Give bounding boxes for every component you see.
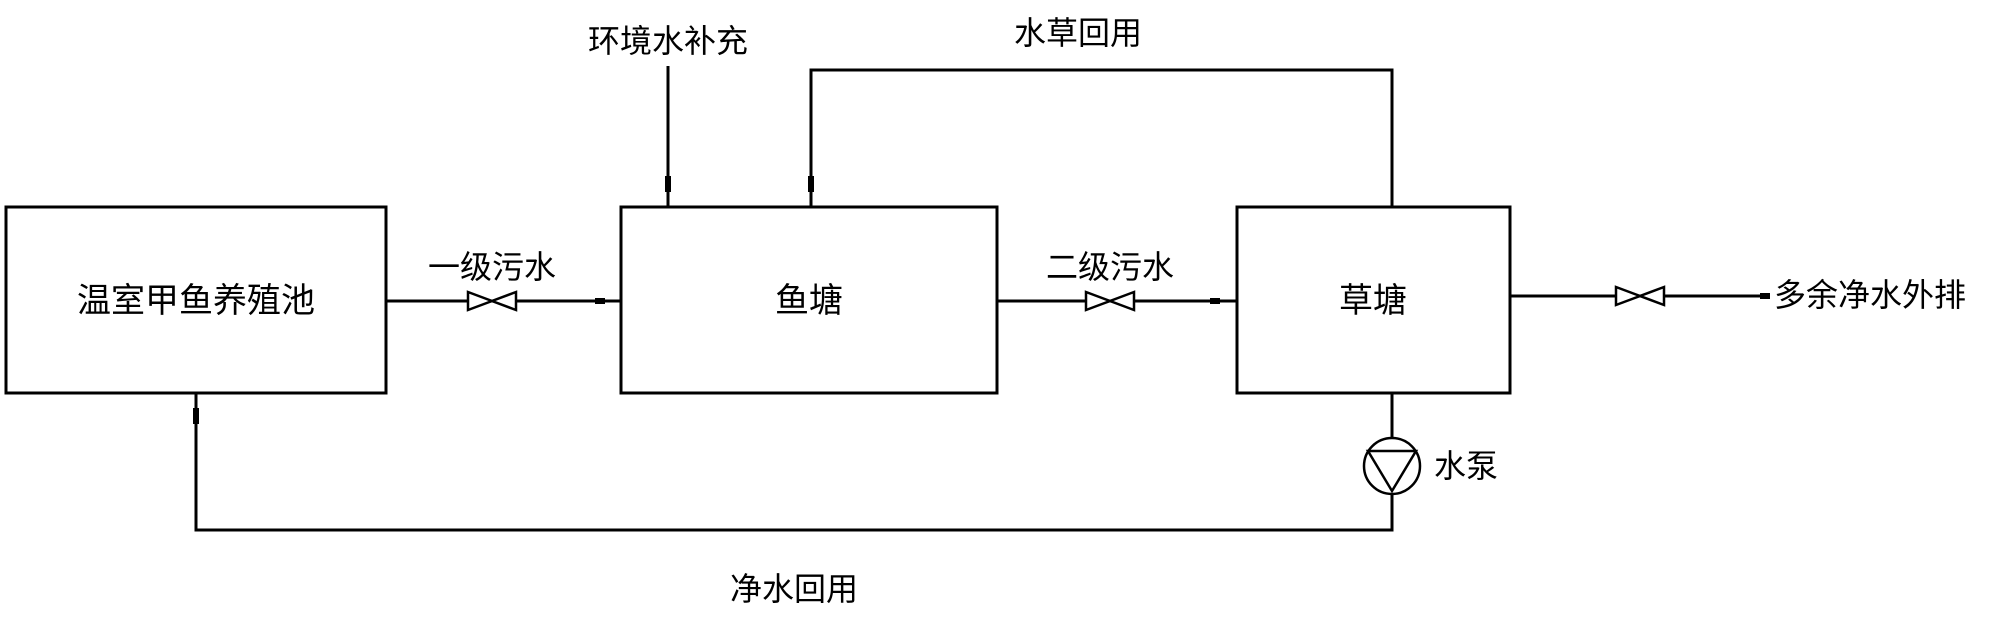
water-pump-label: 水泵 xyxy=(1434,447,1498,485)
water-pump: 水泵 xyxy=(1362,436,1498,496)
env-water-supplement-label: 环境水补充 xyxy=(588,22,748,60)
clean-water-reuse-flow: 净水回用 xyxy=(193,393,1394,608)
clean-water-reuse-pipe xyxy=(194,393,1394,532)
water-plant-reuse-pipe xyxy=(809,68,1394,207)
clean-water-reuse-inlet-marker xyxy=(193,408,199,424)
grass-pond-label: 草塘 xyxy=(1339,281,1407,321)
env-water-supplement-inlet-marker xyxy=(665,176,671,192)
greenhouse-turtle-pool-label: 温室甲鱼养殖池 xyxy=(77,281,315,321)
primary-wastewater-inlet-marker xyxy=(595,298,605,304)
excess-discharge-valve-icon xyxy=(1614,285,1666,307)
water-plant-reuse-label: 水草回用 xyxy=(1014,14,1142,52)
fish-pond-label: 鱼塘 xyxy=(775,281,843,321)
excess-discharge-label: 多余净水外排 xyxy=(1774,276,1966,314)
primary-wastewater-label: 一级污水 xyxy=(428,248,556,286)
primary-wastewater-flow: 一级污水 xyxy=(386,248,621,312)
clean-water-reuse-label: 净水回用 xyxy=(730,570,858,608)
secondary-wastewater-inlet-marker xyxy=(1210,298,1220,304)
fish-pond-node: 鱼塘 xyxy=(619,205,999,395)
secondary-wastewater-flow: 二级污水 xyxy=(997,248,1237,312)
secondary-wastewater-label: 二级污水 xyxy=(1046,248,1174,286)
grass-pond-box xyxy=(1235,205,1512,395)
grass-pond-node: 草塘 xyxy=(1235,205,1512,395)
water-plant-reuse-inlet-marker xyxy=(808,176,814,192)
excess-discharge-flow: 多余净水外排 xyxy=(1510,276,1966,314)
water-plant-reuse-flow: 水草回用 xyxy=(808,14,1394,207)
greenhouse-turtle-pool-node: 温室甲鱼养殖池 xyxy=(4,205,388,395)
secondary-wastewater-valve-icon xyxy=(1084,290,1136,312)
fish-pond-box xyxy=(619,205,999,395)
excess-discharge-outlet-marker xyxy=(1760,293,1770,299)
water-pump-triangle-icon xyxy=(1365,449,1419,494)
primary-wastewater-valve-icon xyxy=(466,290,518,312)
greenhouse-turtle-pool-box xyxy=(4,205,388,395)
env-water-supplement-flow: 环境水补充 xyxy=(588,22,748,207)
